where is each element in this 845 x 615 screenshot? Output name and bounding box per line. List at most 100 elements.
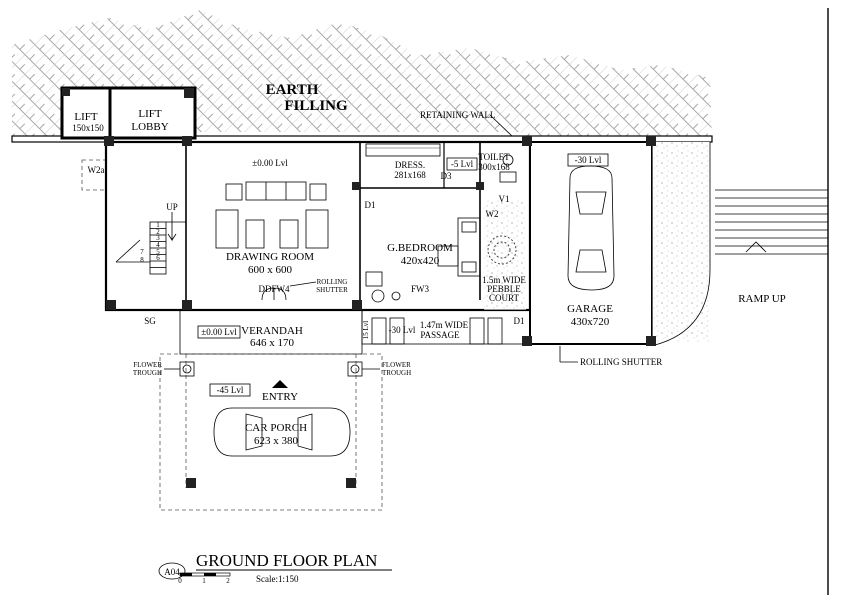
staircase xyxy=(115,212,186,275)
ramp xyxy=(715,189,828,255)
stair-step-number: 6 xyxy=(156,254,160,262)
flower-trough-right-label: TROUGH xyxy=(382,369,411,377)
column xyxy=(646,336,656,346)
stair-step-number: 2 xyxy=(156,228,160,236)
stair-step-number: 1 xyxy=(156,221,160,229)
flower-trough-left-label: TROUGH xyxy=(133,369,162,377)
v1-label: V1 xyxy=(499,194,510,204)
passage-level-label: -30 Lvl xyxy=(389,325,416,335)
rolling-shutter-small-label: SHUTTER xyxy=(316,286,348,294)
stair-step-number: 8 xyxy=(140,256,144,264)
stair-up-label: UP xyxy=(166,202,178,212)
column xyxy=(62,88,70,96)
flower-trough-left xyxy=(179,361,195,377)
verandah-size: 646 x 170 xyxy=(250,337,295,349)
d1-passage-label: D1 xyxy=(514,316,525,326)
plan-title: GROUND FLOOR PLAN xyxy=(196,551,377,570)
drawing-room-furniture xyxy=(215,181,329,249)
rolling-shutter-small-label: ROLLING xyxy=(317,278,348,286)
porch-level-box xyxy=(209,383,251,397)
scale-tick: 1 xyxy=(202,577,206,585)
column xyxy=(646,136,656,146)
stair-step-number: 3 xyxy=(156,234,160,242)
ramp-up-arrow xyxy=(745,241,767,253)
dress-size: 281x168 xyxy=(394,170,426,180)
ramp-up-label: RAMP UP xyxy=(738,293,786,305)
lift-lobby-label: LOBBY xyxy=(131,121,168,133)
entry-arrow xyxy=(272,380,288,388)
column xyxy=(106,300,116,310)
sg-label: SG xyxy=(144,316,156,326)
passage-steps xyxy=(371,317,503,345)
toilet-size: 300x168 xyxy=(478,162,510,172)
passage-label: PASSAGE xyxy=(420,330,460,340)
flower-trough-right-label: FLOWER xyxy=(382,361,411,369)
garage-level-box xyxy=(567,153,609,167)
column xyxy=(522,136,532,146)
fw3-label: FW3 xyxy=(411,284,430,294)
drawing-room-label: DRAWING ROOM xyxy=(226,251,314,263)
scale-tick: 0 xyxy=(178,577,182,585)
d3-label: D3 xyxy=(441,171,452,181)
toilet-label: TOILET xyxy=(478,152,510,162)
scale-bar xyxy=(179,572,231,577)
garage-walls xyxy=(529,141,653,345)
drawing-room-size: 600 x 600 xyxy=(248,264,293,276)
column xyxy=(476,182,484,190)
drawing-level-label: ±0.00 Lvl xyxy=(252,158,288,168)
verandah-label: VERANDAH xyxy=(241,325,303,337)
garage-size: 430x720 xyxy=(571,316,610,328)
column xyxy=(184,88,194,98)
column xyxy=(182,136,192,146)
flower-trough-right xyxy=(347,361,363,377)
dress-label: DRESS. xyxy=(395,160,425,170)
toilet-fixtures xyxy=(499,154,517,183)
verandah-level-label: ±0.00 Lvl xyxy=(201,327,237,337)
rolling-shutter-label: ROLLING SHUTTER xyxy=(580,357,662,367)
stair-up-arrow xyxy=(167,212,177,242)
d1-bedroom-label: D1 xyxy=(365,200,376,210)
ddfw4-door xyxy=(261,287,287,301)
sheet-tag: A04 xyxy=(164,567,180,577)
toilet-level-box xyxy=(446,157,478,171)
earth-filling-hatch xyxy=(12,10,712,140)
dress-wardrobe xyxy=(365,143,441,157)
w2-label: W2 xyxy=(486,209,499,219)
retaining-wall-label: RETAINING WALL xyxy=(420,110,495,120)
lift-lobby-label: LIFT xyxy=(138,108,162,120)
lift-size-label: 150x150 xyxy=(72,123,104,133)
passage-label: 1.47m WIDE xyxy=(420,320,469,330)
bed xyxy=(437,217,481,277)
earth-filling-label: FILLING xyxy=(284,98,348,114)
column xyxy=(186,478,196,488)
pebble-court-label: 1.5m WIDE xyxy=(482,275,526,285)
gbedroom-label: G.BEDROOM xyxy=(387,242,453,254)
column xyxy=(346,478,356,488)
scale-label: Scale:1:150 xyxy=(256,574,299,584)
pebble-court-label: COURT xyxy=(489,293,519,303)
gbedroom-size: 420x420 xyxy=(401,255,440,267)
car-porch-label: CAR PORCH xyxy=(245,422,307,434)
garage-level-label: -30 Lvl xyxy=(575,155,602,165)
lift-label: LIFT xyxy=(74,111,98,123)
lift-lobby-walls xyxy=(60,86,197,140)
step-level-label: 15 Lvl xyxy=(362,321,370,340)
ddfw4-label: DDFW4 xyxy=(259,284,290,294)
ramp-curve xyxy=(654,142,711,346)
stair-step-number: 4 xyxy=(156,241,160,249)
car-porch-size: 623 x 380 xyxy=(254,435,299,447)
porch-level-label: -45 Lvl xyxy=(217,385,244,395)
passage-floor xyxy=(361,309,531,345)
column xyxy=(522,336,532,346)
column xyxy=(352,182,360,190)
garage-label: GARAGE xyxy=(567,303,613,315)
scale-tick: 2 xyxy=(226,577,230,585)
column xyxy=(352,300,362,310)
pebble-court xyxy=(484,200,526,310)
stair-step-number: 7 xyxy=(140,248,144,256)
column xyxy=(182,300,192,310)
rolling-shutter-leader xyxy=(289,281,317,287)
earth-filling-label: EARTH xyxy=(266,82,319,98)
retaining-wall-leader xyxy=(489,114,513,137)
